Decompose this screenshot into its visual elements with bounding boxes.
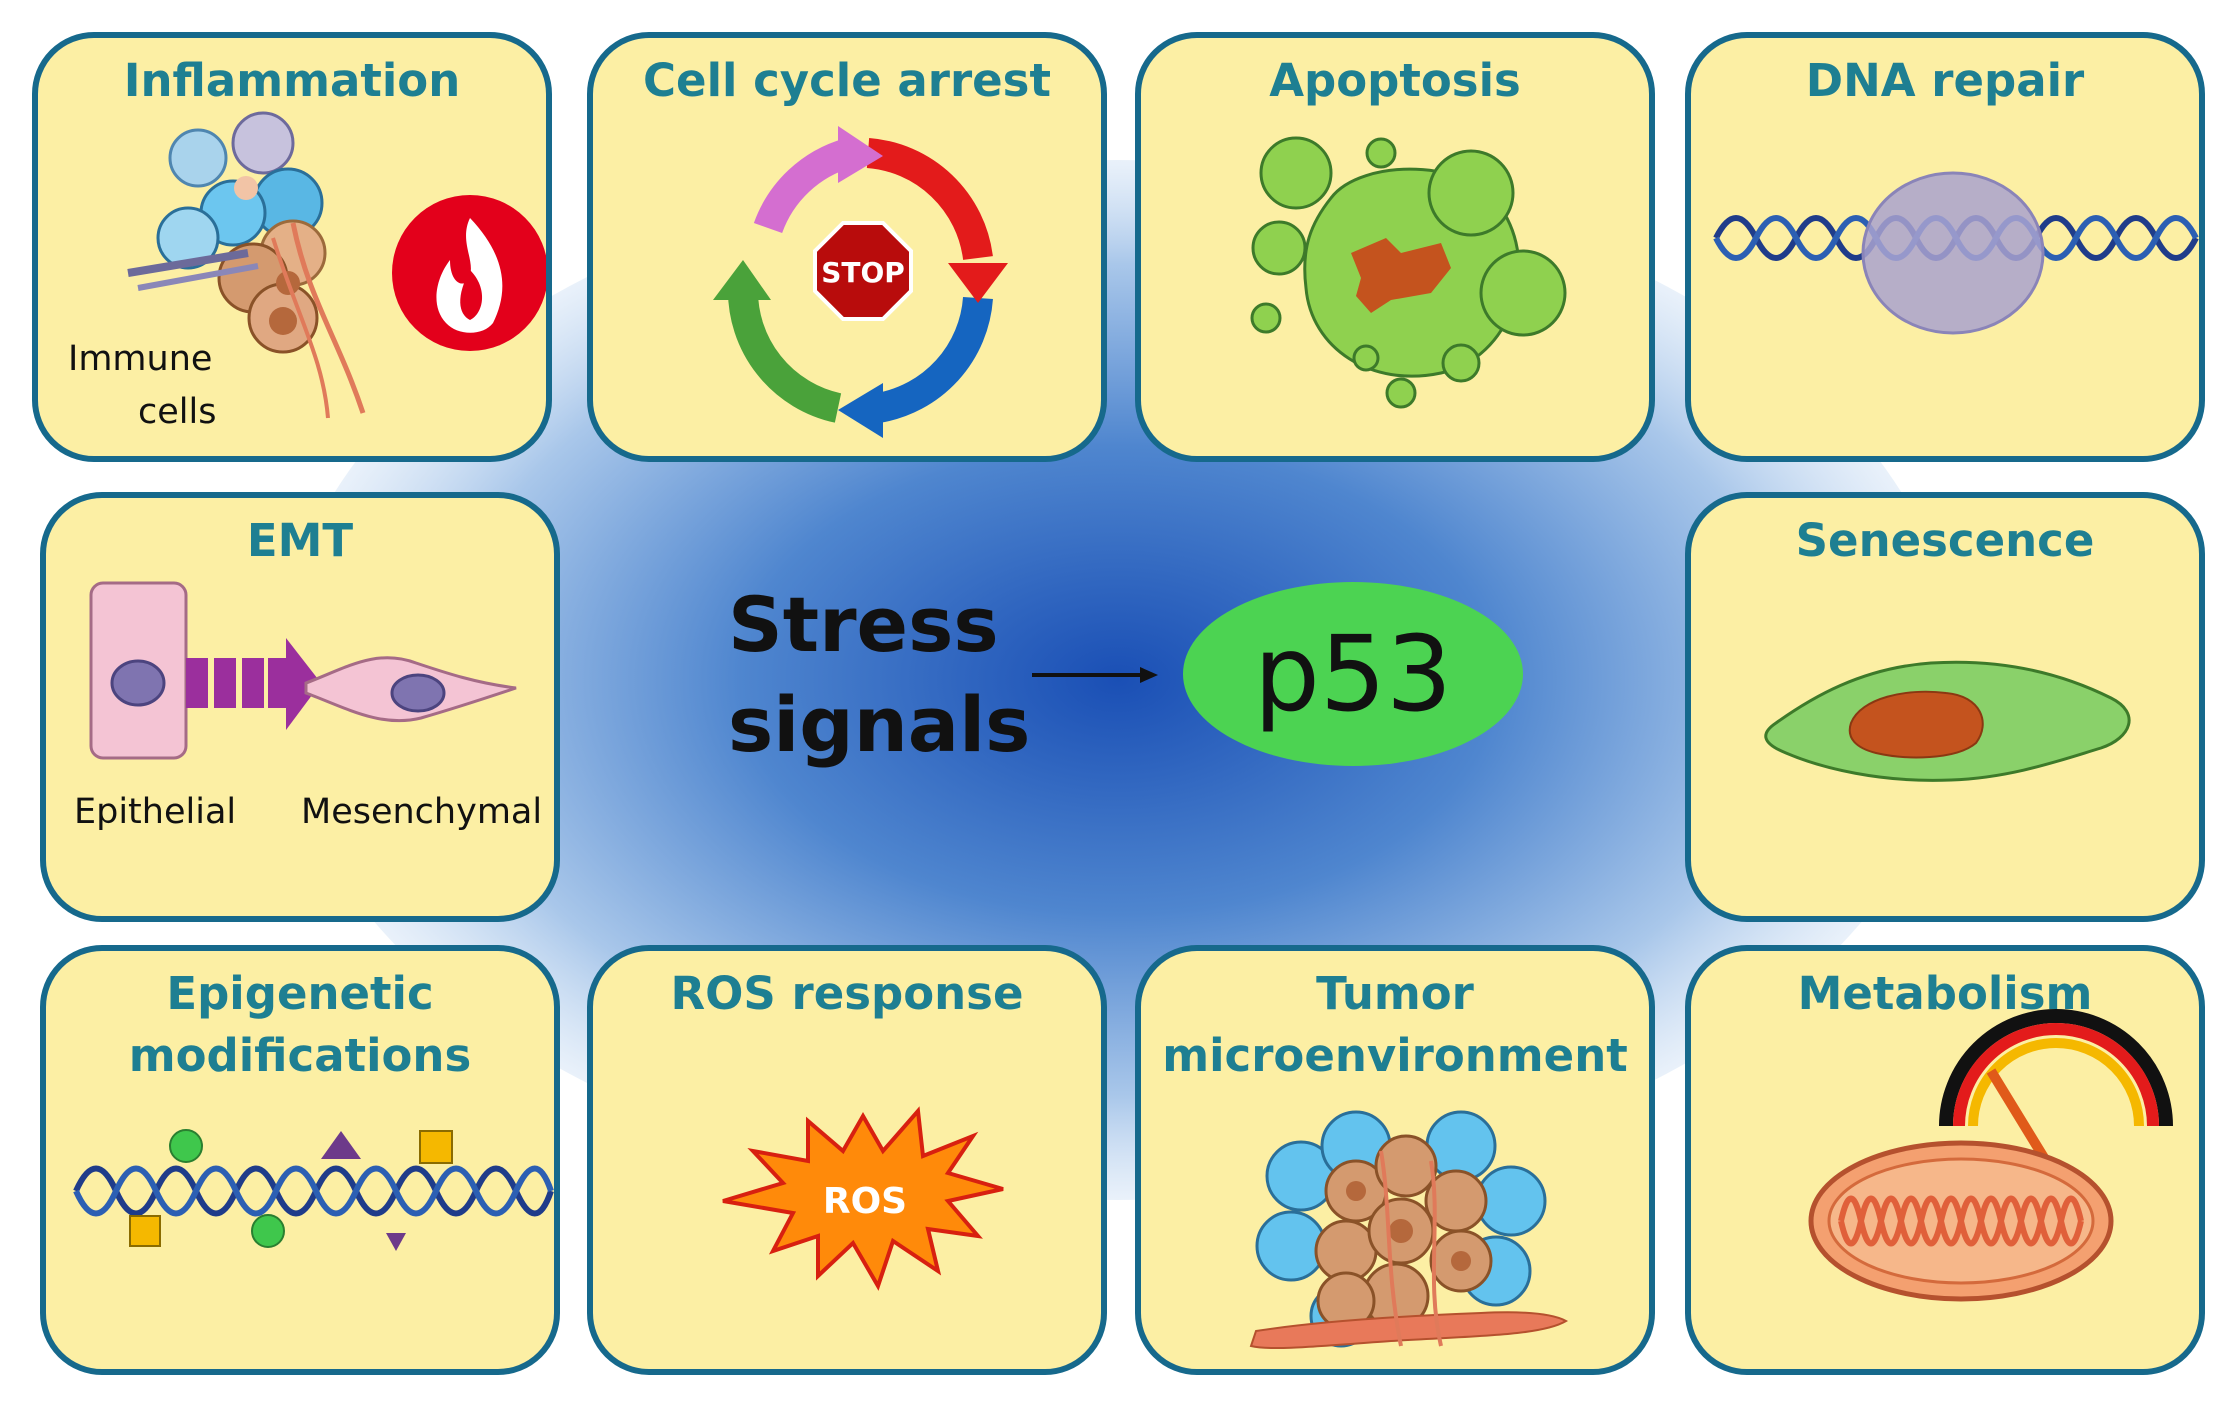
title-line2: microenvironment: [1162, 1029, 1628, 1082]
immune-label-line2: cells: [138, 392, 216, 432]
stress-line2: signals: [728, 680, 1031, 769]
ros-label: ROS: [823, 1181, 907, 1222]
burst-icon: ROS: [722, 1106, 1004, 1291]
stop-label: STOP: [821, 256, 905, 289]
metabolism-illustration: [1808, 1009, 2173, 1302]
gauge-icon: [1939, 1009, 2173, 1164]
epithelial-label: Epithelial: [74, 792, 236, 832]
title-line2: modifications: [128, 1029, 472, 1082]
fragmented-nucleus: [1351, 238, 1451, 313]
tumor-cluster-illustration: [1249, 1110, 1569, 1350]
fire-icon: [392, 195, 546, 351]
card-dna-repair: DNA repair: [1685, 32, 2205, 462]
dna-helix-icon: [73, 1165, 554, 1217]
immune-cluster: [127, 111, 366, 419]
p53-label: p53: [1253, 613, 1453, 735]
card-senescence: Senescence: [1685, 492, 2205, 922]
card-title: Apoptosis: [1269, 54, 1521, 107]
card-title: ROS response: [670, 967, 1024, 1020]
card-title: Tumor microenvironment: [1141, 963, 1649, 1087]
card-inflammation: Inflammation: [32, 32, 552, 462]
immune-label-line1: Immune: [68, 339, 212, 379]
card-metabolism: Metabolism: [1685, 945, 2205, 1375]
phospho-mark: [321, 1131, 361, 1159]
card-apoptosis: Apoptosis: [1135, 32, 1655, 462]
card-title: Epigenetic modifications: [46, 963, 554, 1087]
card-cell-cycle-arrest: Cell cycle arrest STOP: [587, 32, 1107, 462]
p53-node: p53: [1183, 582, 1523, 766]
acetyl-mark: [129, 1215, 161, 1247]
cycle-arrows-icon: [713, 126, 1008, 438]
card-emt: EMT Epithelial Mesenchymal: [40, 492, 560, 922]
card-title: Cell cycle arrest: [643, 54, 1051, 107]
card-title: EMT: [246, 514, 354, 567]
arrow-icon: [1032, 667, 1158, 683]
stop-sign-icon: STOP: [813, 221, 913, 321]
emt-illustration: Epithelial Mesenchymal: [74, 581, 542, 832]
mitochondrion-icon: [1808, 1140, 2114, 1302]
cell-cycle-illustration: STOP: [713, 126, 1008, 438]
senescent-cell-illustration: [1764, 660, 2131, 782]
immune-cells-illustration: Immune cells: [68, 111, 546, 432]
card-tumor-microenvironment: Tumor microenvironment: [1135, 945, 1655, 1375]
epigenetic-dna-illustration: [73, 1129, 554, 1251]
fibroblast: [1249, 1311, 1569, 1350]
mesenchymal-label: Mesenchymal: [301, 792, 542, 832]
card-title: Senescence: [1795, 514, 2095, 567]
gauge-needle: [1986, 1068, 2051, 1164]
title-line1: Epigenetic: [166, 967, 434, 1020]
stress-line1: Stress: [728, 580, 999, 669]
nucleus: [1848, 690, 1984, 759]
methyl-mark: [169, 1129, 203, 1163]
card-title: Inflammation: [123, 54, 461, 107]
apoptotic-cell-illustration: [1250, 136, 1567, 409]
repair-protein: [1861, 171, 2045, 335]
ros-illustration: ROS: [722, 1106, 1004, 1291]
transition-arrow-icon: [186, 638, 321, 730]
dna-repair-illustration: [1713, 171, 2199, 335]
card-title: DNA repair: [1805, 54, 2085, 107]
card-epigenetic-modifications: Epigenetic modifications: [40, 945, 560, 1375]
card-ros-response: ROS response ROS: [587, 945, 1107, 1375]
stress-signals-label: Stress signals: [728, 575, 1031, 775]
title-line1: Tumor: [1316, 967, 1474, 1020]
